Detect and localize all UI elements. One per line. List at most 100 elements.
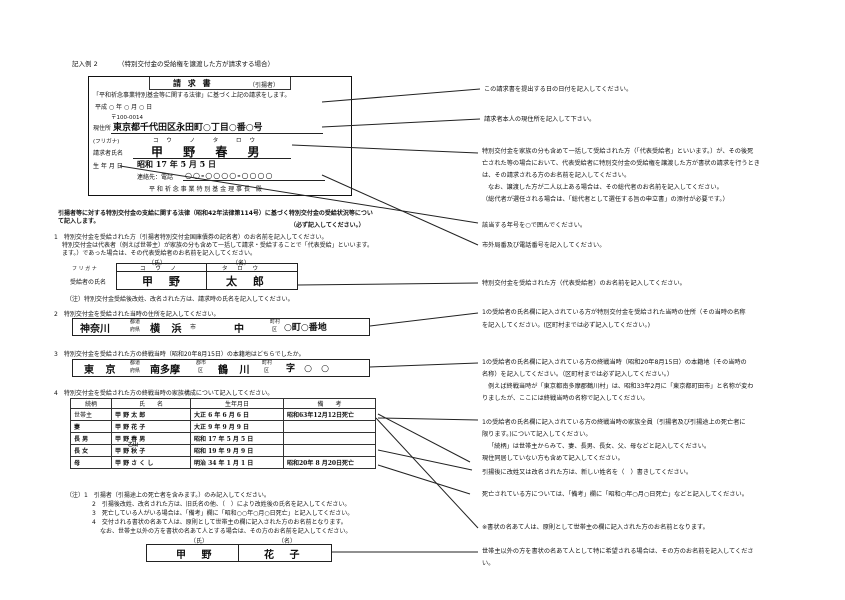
- section4-note: 2 引揚後改姓、改名された方は、旧氏名の他、（ ）により改姓後の氏名を記入してく…: [92, 501, 351, 508]
- claimant-name: 甲 野 春 男: [151, 145, 268, 159]
- bottom-family: 甲 野: [176, 550, 218, 561]
- example-label: 記入例 2: [72, 60, 98, 68]
- family-table: 続柄 氏 名 生年月日 備 考 世帯主 甲 野 太 郎 大正 6 年 6 月 6…: [70, 398, 376, 469]
- section1-furigana-family: コ ウ ノ: [140, 266, 180, 272]
- instruction-era: 該当する年号を○で囲んでください。: [482, 222, 587, 229]
- table-row: 妻 甲 野 花 子 大正 9 年 9 月 9 日: [70, 420, 376, 433]
- section2-city-suffix: 市: [190, 324, 197, 331]
- section2-ward-suffix-bottom: 区: [272, 327, 278, 333]
- instruction-address: 請求者本人の現住所を記入して下さい。: [484, 116, 596, 123]
- instruction-other-addressee: い。: [482, 560, 495, 567]
- section3-line1: 3 特別交付金を受給された方の終戦当時（昭和20年8月15日）の本籍地はどちらで…: [54, 351, 305, 358]
- section3-rest: 字 ○ ○: [286, 364, 332, 374]
- section1-furigana-given: タ ロ ウ: [222, 266, 262, 272]
- family-note: 昭和20年 8 月20日死亡: [283, 456, 376, 469]
- section3-county-suffix-bottom: 区: [198, 368, 204, 374]
- bottom-col-given: （名）: [278, 538, 297, 545]
- section1-label: 受給者の氏名: [70, 279, 107, 286]
- claimant-name-label: 請求者氏名: [93, 150, 124, 157]
- section1-line2: 特別交付金は代表者（例えば世帯主）が家族の分も含めて一括して請求・受給することで…: [62, 242, 374, 249]
- declaration-note: （必ず記入してください。）: [290, 222, 365, 229]
- section2-ward-suffix-top: 町村: [270, 319, 281, 325]
- section4-note: 3 死亡している人がいる場合は、「備考」欄に「昭和○○年○月○日死亡」と記入して…: [92, 510, 354, 517]
- instruction-section2: を記入してください。(区町村までは必ず記入してください。): [482, 322, 651, 329]
- family-name: 乙山 甲 野 秋 子: [111, 442, 191, 457]
- family-name: 甲 野 さ く し: [111, 456, 191, 469]
- instruction-name-change: 引揚後に改姓又は改名された方は、新しい姓名を（ ）書きしてください。: [482, 469, 693, 476]
- law-line: 「平和祈念事業特別基金等に関する法律」に基づく上記の請求をします。: [93, 92, 291, 99]
- instruction-section3: 名称）を記入してください。（区町村までは必ず記入してください。）: [482, 371, 674, 378]
- recipient: 平 和 祈 念 事 業 特 別 基 金 理 事 長 殿: [149, 186, 262, 193]
- family-name-text: 甲 野 秋 子: [115, 448, 146, 455]
- instruction-section4: 限ります。)について記入してください。: [482, 431, 592, 438]
- section3-pref-suffix-bottom: 府県: [130, 368, 141, 374]
- section3-pref-suffix-top: 都道: [130, 360, 141, 366]
- bottom-col-family: （氏）: [190, 538, 209, 545]
- section2-pref-suffix-bottom: 府県: [130, 327, 141, 333]
- section3-county: 南多摩: [150, 365, 180, 376]
- instruction-section3: 例えば終戦当時が「東京都南多摩郡鶴川村」は、昭和33年2月に「東京都町田市」と名…: [488, 383, 754, 390]
- instruction-addressee: ※書状の名あて人は、原則として世帯主の欄に記入された方のお名前となります。: [482, 524, 709, 531]
- section2-rest: ○町○番地: [284, 323, 327, 333]
- contact-value: ○○-○○○○-○○○○: [185, 170, 274, 180]
- bottom-given: 花 子: [264, 550, 306, 561]
- birth-label: 生 年 月 日: [93, 163, 123, 170]
- furigana-value: コウ ノ タ ロウ: [153, 138, 264, 144]
- section2-pref-suffix-top: 都道: [130, 319, 141, 325]
- section2-address-box: [72, 318, 370, 336]
- instruction-section3: 1の受給者の氏名欄に記入されている方の終戦当時（昭和20年8月15日）の本籍地（…: [482, 359, 747, 366]
- instruction-claimant: は、その請求される方のお名前を記入してください。: [482, 172, 631, 179]
- instruction-section4: 現住同居していない方も含めて記入してください。: [482, 455, 624, 462]
- instruction-claimant: 特別交付金を家族の分も含めて一括して受給された方（「代表受給者」といいます。）が…: [482, 148, 754, 155]
- section4-note: （注）1 引揚者（引揚途上の死亡者を含みます。）のみ記入してください。: [66, 492, 270, 499]
- furigana-label: (フリガナ): [93, 139, 120, 145]
- section1-line1: 1 特別交付金を受給された方（引揚者特別交付金国庫債券の記名者）のお名前を記入し…: [54, 234, 328, 241]
- postal-code: 〒100-0014: [111, 115, 143, 121]
- claim-date: 平成 ○ 年 ○ 月 ○ 日: [95, 104, 153, 111]
- instruction-section4: 1の受給者の氏名欄に記入されている方の終戦当時の家族全員（引揚者及び引揚途上の死…: [482, 419, 746, 426]
- claim-title-box: [149, 77, 291, 90]
- section1-furigana-label: フ リ ガ ナ: [72, 266, 97, 272]
- instruction-section3: りましたが、ここには終戦当時の名称で記入してください。: [482, 395, 649, 402]
- section4-line1: 4 特別交付金を受給された方の終戦当時の家族構成について記入してください。: [54, 390, 274, 397]
- birth-value: 昭和 17 年 5 月 5 日: [137, 159, 216, 169]
- table-row: 世帯主 甲 野 太 郎 大正 6 年 6 月 6 日 昭和63年12月12日死亡: [70, 408, 376, 421]
- instruction-recipient: 特別交付金を受給された方（代表受給者）のお名前を記入してください。: [482, 280, 686, 287]
- section3-town: 鶴 川: [218, 365, 254, 376]
- instruction-claimant: （総代者が選任される場合は、「総代者として選任する旨の申立書」の添付が必要です。…: [482, 196, 729, 203]
- instruction-claimant: 亡された等の場合において、代表受給者に特別交付金の受給権を譲渡した方が書状の請求…: [482, 160, 760, 167]
- changed-surname: 乙山: [128, 442, 139, 448]
- instruction-section2: 1の受給者の氏名欄に記入されている方が特別交付金を受給された当時の住所（その当時…: [482, 309, 746, 316]
- contact-label: 連絡先：電話: [137, 174, 174, 181]
- instruction-phone: 市外局番及び電話番号を記入してください。: [482, 242, 606, 249]
- section3-town-suffix-bottom: 区: [264, 368, 270, 374]
- instruction-other-addressee: 世帯主以外の方を書状の名あて人として特に希望される場合は、その方のお名前を記入し…: [482, 548, 754, 555]
- instruction-date: この請求書を提出する日の日付を記入してください。: [484, 86, 633, 93]
- recipient-name-box: [116, 263, 298, 290]
- table-row: 長 女 乙山 甲 野 秋 子 昭和 19 年 9 月 9 日: [70, 442, 376, 457]
- section1-given: 太 郎: [226, 275, 270, 288]
- instruction-section4: 「続柄」は世帯主からみて、妻、長男、長女、父、母などと記入してください。: [488, 443, 711, 450]
- bottom-name-box: [146, 544, 332, 562]
- section2-city: 横 浜: [150, 324, 186, 335]
- declaration-heading: 引揚者等に対する特別交付金の支給に関する法律（昭和42年法律第114号）に基づく…: [58, 210, 373, 225]
- section3-pref: 東 京: [84, 365, 120, 376]
- address-label: 現住所: [93, 125, 112, 132]
- table-row: 母 甲 野 さ く し 明治 34 年 1 月 1 日 昭和20年 8 月20日…: [70, 456, 376, 469]
- section1-line3: ます。）であった場合は、その代表受給者のお名前を記入してください。: [62, 250, 256, 257]
- family-birth: 明治 34 年 1 月 1 日: [190, 456, 284, 469]
- section2-line1: 2 特別交付金を受給された当時の住所を記入してください。: [54, 311, 220, 318]
- section1-note: （注）特別交付金受給後改姓、改名された方は、請求時の氏名を記入してください。: [66, 296, 294, 303]
- section4-note: 4 交付される書状の名あて人は、原則として世帯主の欄に記入された方のお名前となり…: [92, 519, 347, 526]
- instruction-deceased: 死亡されている方については、「備考」欄に「昭和○年○月○日死亡」などと記入してく…: [482, 491, 748, 498]
- claim-form: 請 求 書 （引揚者） 「平和祈念事業特別基金等に関する法律」に基づく上記の請求…: [88, 76, 352, 196]
- claim-title: 請 求 書: [173, 79, 213, 88]
- example-title: （特別交付金の受給権を譲渡した方が請求する場合）: [118, 60, 274, 68]
- section1-family: 甲 野: [142, 275, 186, 288]
- instruction-claimant: なお、譲渡した方が二人以上ある場合は、その総代者のお名前を記入してください。: [488, 184, 723, 191]
- section2-ward: 中: [234, 324, 244, 335]
- section2-pref: 神奈川: [80, 324, 110, 335]
- address-value: 東京都千代田区永田町○丁目○番○号: [113, 123, 263, 133]
- section3-town-suffix-top: 町村: [262, 360, 273, 366]
